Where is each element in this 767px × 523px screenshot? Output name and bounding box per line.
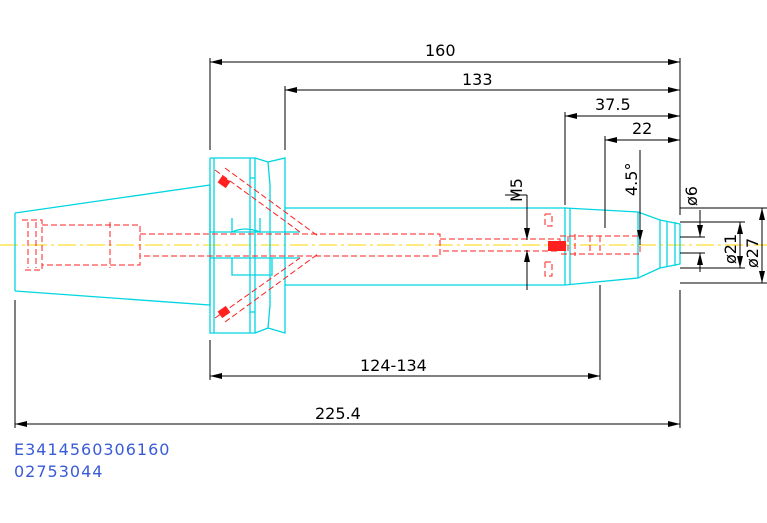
coolant-ports [217, 175, 566, 319]
dim-160: 160 [425, 41, 456, 60]
dim-angle: 4.5° [622, 163, 641, 196]
dim-dia6: ø6 [682, 186, 701, 206]
dim-total: 225.4 [315, 404, 361, 423]
dim-22: 22 [632, 119, 652, 138]
order-number: 02753044 [14, 462, 104, 481]
dim-37-5: 37.5 [595, 95, 631, 114]
dim-range: 124-134 [360, 356, 427, 375]
dimension-arrows [15, 59, 765, 427]
hidden-lines [22, 167, 641, 323]
dim-dia27: ø27 [743, 238, 762, 268]
part-number: E3414560306160 [14, 440, 171, 459]
holder-outline [14, 157, 681, 334]
dim-dia21: ø21 [721, 234, 740, 264]
dim-m5: M5 [507, 178, 526, 202]
dim-133: 133 [462, 70, 493, 89]
